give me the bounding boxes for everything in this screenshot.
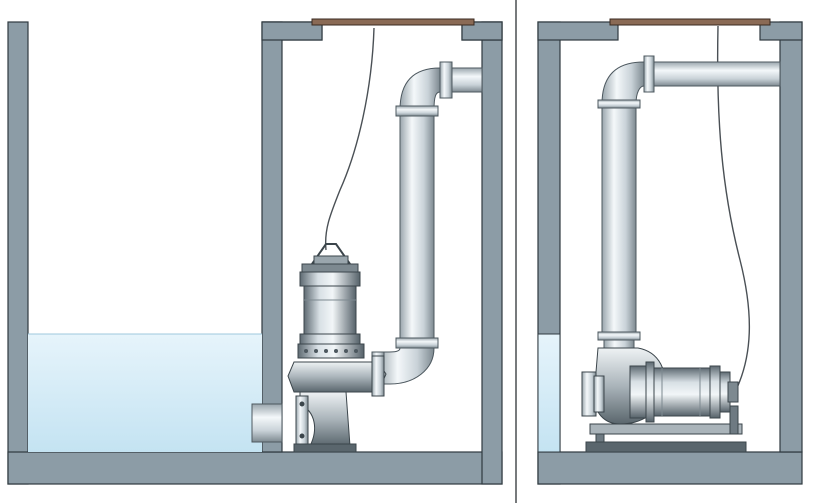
right-discharge-pipe: [597, 55, 781, 349]
left-installation: [7, 18, 503, 485]
left-hatch-cover: [311, 18, 475, 26]
left-pump-unit: [287, 243, 387, 453]
right-water: [537, 333, 561, 453]
left-top-slab-left: [261, 21, 323, 41]
left-water: [28, 334, 262, 452]
left-discharge-pipe: [371, 61, 483, 397]
right-pump-unit: [581, 347, 747, 453]
left-top-slab-right: [461, 21, 503, 41]
right-hatch-cover: [609, 18, 771, 26]
right-installation: [537, 18, 803, 485]
right-power-cable: [716, 25, 751, 391]
left-suction-pipe: [251, 403, 283, 443]
left-power-cable: [324, 27, 375, 251]
